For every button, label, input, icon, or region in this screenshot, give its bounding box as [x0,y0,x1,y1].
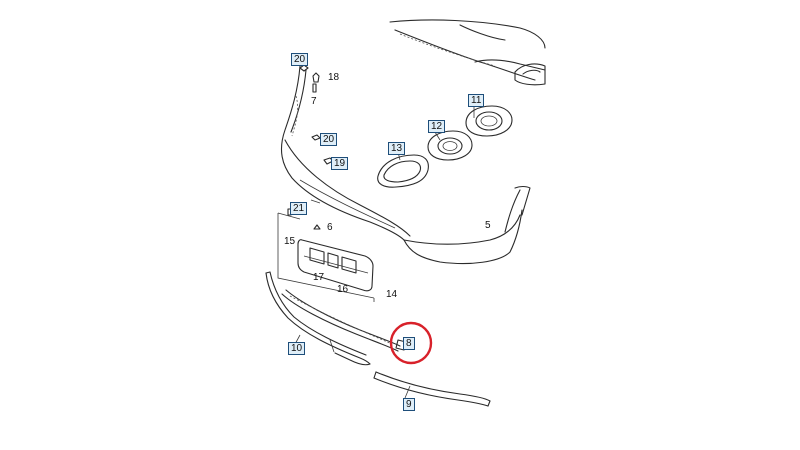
lower-spoiler-10 [265,271,371,366]
callout-14: 14 [386,289,398,300]
bumper-cover [280,65,531,265]
license-plate-bracket [277,212,375,302]
callout-5: 5 [485,220,491,231]
vehicle-front-outline [389,19,546,86]
leader-lines [293,103,475,399]
callout-20-top: 20 [291,53,309,66]
trim-strip-9 [373,371,491,407]
callout-19: 19 [331,157,349,170]
callout-20-mid: 20 [320,133,338,146]
highlight-circle [389,321,433,365]
callout-13: 13 [388,142,406,155]
callout-17: 17 [313,272,325,283]
callout-16: 16 [337,284,349,295]
callout-10: 10 [288,342,306,355]
callout-21: 21 [290,202,308,215]
callout-18: 18 [328,72,340,83]
callout-9: 9 [403,398,415,411]
callout-12: 12 [428,120,446,133]
fog-lamp-bezel-11 [465,105,513,137]
fog-lamp-bezel-13 [377,154,429,188]
fog-lamp-bezel-12 [427,130,473,161]
callout-6: 6 [327,222,333,233]
callout-15: 15 [284,236,296,247]
callout-8: 8 [403,337,415,350]
callout-7: 7 [311,96,317,107]
callout-11: 11 [468,94,485,107]
